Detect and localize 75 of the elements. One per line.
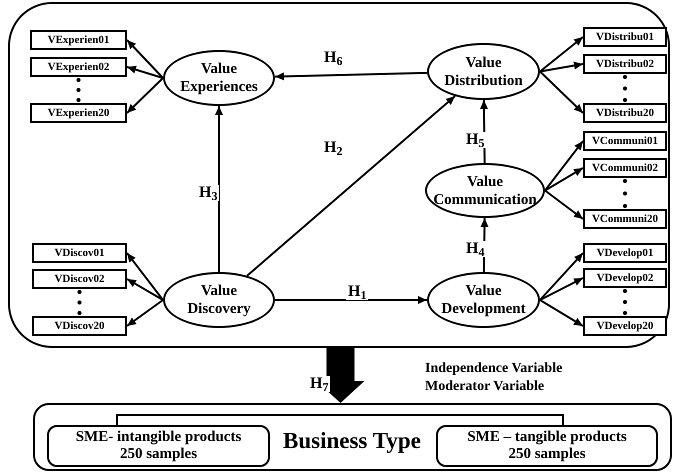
arrow <box>126 299 164 327</box>
panel-title: Business Type <box>283 429 421 452</box>
arrow <box>539 70 584 114</box>
indicator-box <box>583 131 667 151</box>
group-label: 250 samples <box>508 446 586 463</box>
indicator-label: VDiscov20 <box>54 320 105 332</box>
model-frame <box>8 2 670 348</box>
arrow <box>539 299 584 327</box>
edge-label: H$_{7}$ <box>308 376 330 392</box>
arrow <box>540 277 584 301</box>
arrow <box>544 190 584 220</box>
edge-label: H$_{3}$ <box>197 185 220 201</box>
indicator-box <box>583 54 667 74</box>
indicator-box <box>30 57 127 77</box>
group-label: SME – tangible products <box>467 429 627 446</box>
arrow <box>480 218 488 272</box>
indicator-label: VDistribu02 <box>596 58 654 70</box>
indicator-label: VDevelop20 <box>596 320 654 332</box>
indicator-label: VDistribu01 <box>596 32 654 42</box>
indicator-label: VDevelop01 <box>596 248 654 258</box>
arrow <box>544 140 584 192</box>
edge-label: H$_{6}$ <box>322 50 344 66</box>
indicator-label: VCommuni20 <box>592 214 658 224</box>
arrow <box>540 62 584 72</box>
arrow <box>275 296 427 304</box>
indicator-label: VExperien20 <box>48 108 110 118</box>
arrow <box>126 278 164 301</box>
moderator-panel <box>33 403 672 471</box>
indicator-box <box>583 243 667 263</box>
construct-label: Value Distribution <box>443 54 524 90</box>
indicator-box <box>32 243 127 263</box>
indicator-box <box>583 268 667 288</box>
indicator-label: VDevelop02 <box>596 272 654 284</box>
bracket-line <box>116 414 564 425</box>
indicator-label: VDiscov01 <box>54 248 105 258</box>
arrow <box>126 39 164 79</box>
indicator-box <box>32 316 127 336</box>
group-label: 250 samples <box>120 446 198 463</box>
indicator-box <box>30 103 127 123</box>
arrow <box>215 106 223 272</box>
indicator-box <box>32 269 127 289</box>
arrow <box>539 252 584 301</box>
edge-label: H$_{4}$ <box>464 241 486 257</box>
indicator-label: VDistribu20 <box>596 108 654 118</box>
arrow <box>480 100 488 164</box>
edge-label: H$_{1}$ <box>346 284 368 300</box>
edge-label: H$_{5}$ <box>464 132 486 148</box>
indicator-label: VDiscov02 <box>54 274 105 284</box>
arrow <box>126 252 164 301</box>
arrow <box>544 167 584 192</box>
note-text: Moderator Variable <box>425 380 544 394</box>
indicator-box <box>583 316 667 336</box>
edge-label: H$_{2}$ <box>322 140 344 156</box>
arrow <box>274 72 428 80</box>
arrow <box>126 77 164 114</box>
arrow <box>126 66 164 79</box>
arrow <box>246 95 456 277</box>
note-text: Independence Variable <box>425 362 562 376</box>
construct-label: Value Discovery <box>186 282 252 318</box>
indicator-label: VExperien01 <box>48 34 110 46</box>
construct-label: Value Development <box>440 282 527 318</box>
indicator-box <box>583 27 667 47</box>
indicator-box <box>30 30 127 50</box>
group-box <box>47 425 270 467</box>
indicator-label: VExperien02 <box>48 62 110 72</box>
indicator-label: VCommuni02 <box>592 162 658 174</box>
arrow <box>539 36 584 72</box>
construct-label: Value Experiences <box>179 60 259 96</box>
indicator-box <box>583 209 667 229</box>
indicator-label: VCommuni01 <box>592 136 658 146</box>
indicator-box <box>583 103 667 123</box>
group-label: SME- intangible products <box>76 429 242 446</box>
group-box <box>436 425 658 467</box>
construct-label: Value Communication <box>433 172 537 208</box>
indicator-box <box>583 158 667 178</box>
